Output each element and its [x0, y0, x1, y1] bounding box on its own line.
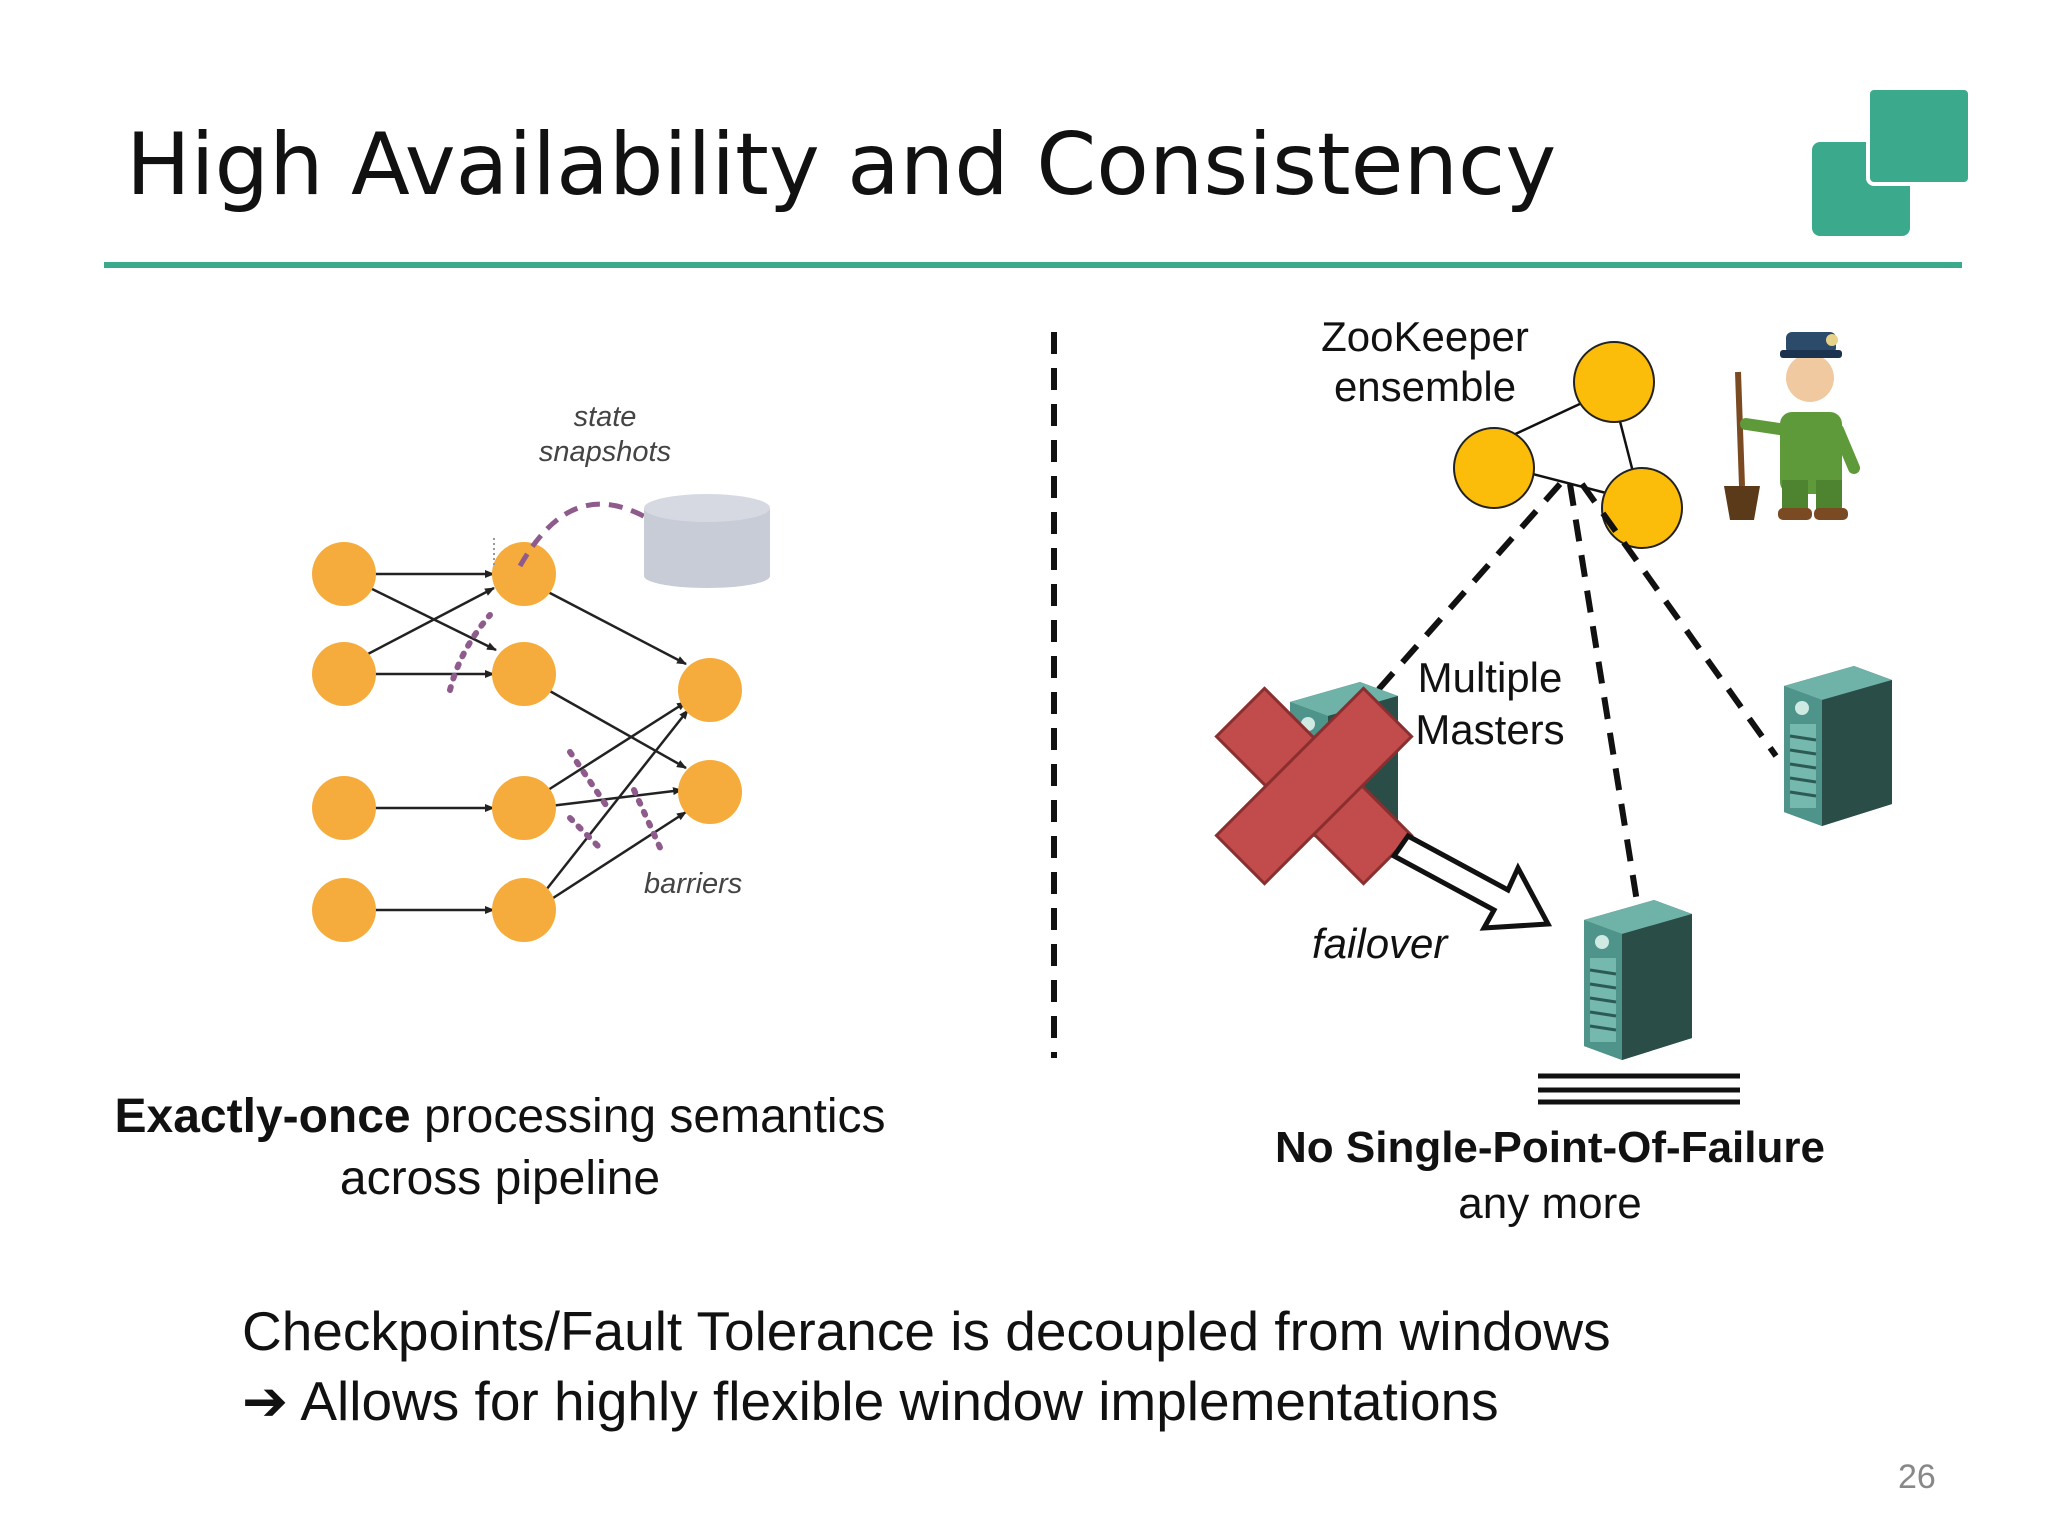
- edge: [547, 590, 687, 666]
- edge: [549, 810, 687, 902]
- zk-node: [1573, 341, 1655, 423]
- operator-node: [492, 878, 556, 942]
- left-caption: Exactly-once processing semantics across…: [70, 1086, 930, 1210]
- operator-node: [492, 776, 556, 840]
- barrier-line: [631, 787, 665, 855]
- failover-arrow-icon: [1390, 832, 1553, 931]
- source-node: [312, 642, 376, 706]
- source-node: [312, 776, 376, 840]
- left-caption-rest: processing semantics: [410, 1090, 886, 1143]
- sink-node: [678, 658, 742, 722]
- edge: [365, 584, 497, 652]
- edge: [549, 787, 683, 808]
- zk-master-connection: [1579, 482, 1779, 758]
- server-icon: [1782, 664, 1894, 828]
- operator-node: [492, 642, 556, 706]
- zk-node: [1453, 427, 1535, 509]
- barrier-line: [447, 612, 493, 693]
- bottom-line2: Allows for highly flexible window implem…: [288, 1370, 1499, 1432]
- zookeeper-ensemble-text: ZooKeeper ensemble: [1321, 313, 1529, 410]
- barrier-line: [567, 749, 611, 811]
- right-caption-line2: any more: [1458, 1179, 1642, 1228]
- barriers-label: barriers: [644, 868, 743, 900]
- operator-node: [492, 542, 556, 606]
- heavy-right-arrow-icon: ➔: [242, 1370, 289, 1432]
- snapshot-storage-icon: [644, 494, 770, 588]
- zookeeper-ensemble-label: ZooKeeper ensemble: [1280, 312, 1570, 412]
- left-caption-line1: Exactly-once processing semantics: [70, 1086, 930, 1148]
- state-snapshots-text: state snapshots: [538, 401, 672, 468]
- source-node: [312, 542, 376, 606]
- no-spof-emphasis: No Single-Point-Of-Failure: [1275, 1123, 1825, 1172]
- left-caption-line2: across pipeline: [339, 1152, 661, 1205]
- right-caption: No Single-Point-Of-Failure any more: [1230, 1120, 1870, 1232]
- logo-square-front-icon: [1866, 86, 1972, 186]
- server-icon: [1582, 898, 1694, 1062]
- zk-node: [1601, 467, 1683, 549]
- bottom-line2-row: ➔ Allows for highly flexible window impl…: [242, 1366, 1611, 1436]
- edge: [547, 700, 687, 792]
- failed-master-cross-icon: [1214, 686, 1414, 886]
- state-snapshots-label: state snapshots: [520, 400, 690, 470]
- edge: [545, 709, 689, 891]
- exactly-once-emphasis: Exactly-once: [114, 1090, 411, 1143]
- bottom-line1: Checkpoints/Fault Tolerance is decoupled…: [242, 1300, 1611, 1362]
- zookeeper-mascot-icon: [1724, 332, 1860, 520]
- failover-label: failover: [1312, 920, 1448, 967]
- multiple-masters-label: Multiple Masters: [1400, 652, 1580, 756]
- slide-title: High Availability and Consistency: [126, 115, 1557, 215]
- zk-master-connection: [1375, 482, 1563, 692]
- edge: [365, 586, 495, 657]
- multiple-masters-text: Multiple Masters: [1415, 654, 1565, 753]
- title-underline: [104, 262, 1962, 268]
- dataflow-graph: [312, 494, 770, 942]
- bottom-statement: Checkpoints/Fault Tolerance is decoupled…: [242, 1296, 1611, 1436]
- page-number: 26: [1898, 1458, 1936, 1496]
- sink-node: [678, 760, 742, 824]
- source-node: [312, 878, 376, 942]
- edge: [547, 688, 687, 770]
